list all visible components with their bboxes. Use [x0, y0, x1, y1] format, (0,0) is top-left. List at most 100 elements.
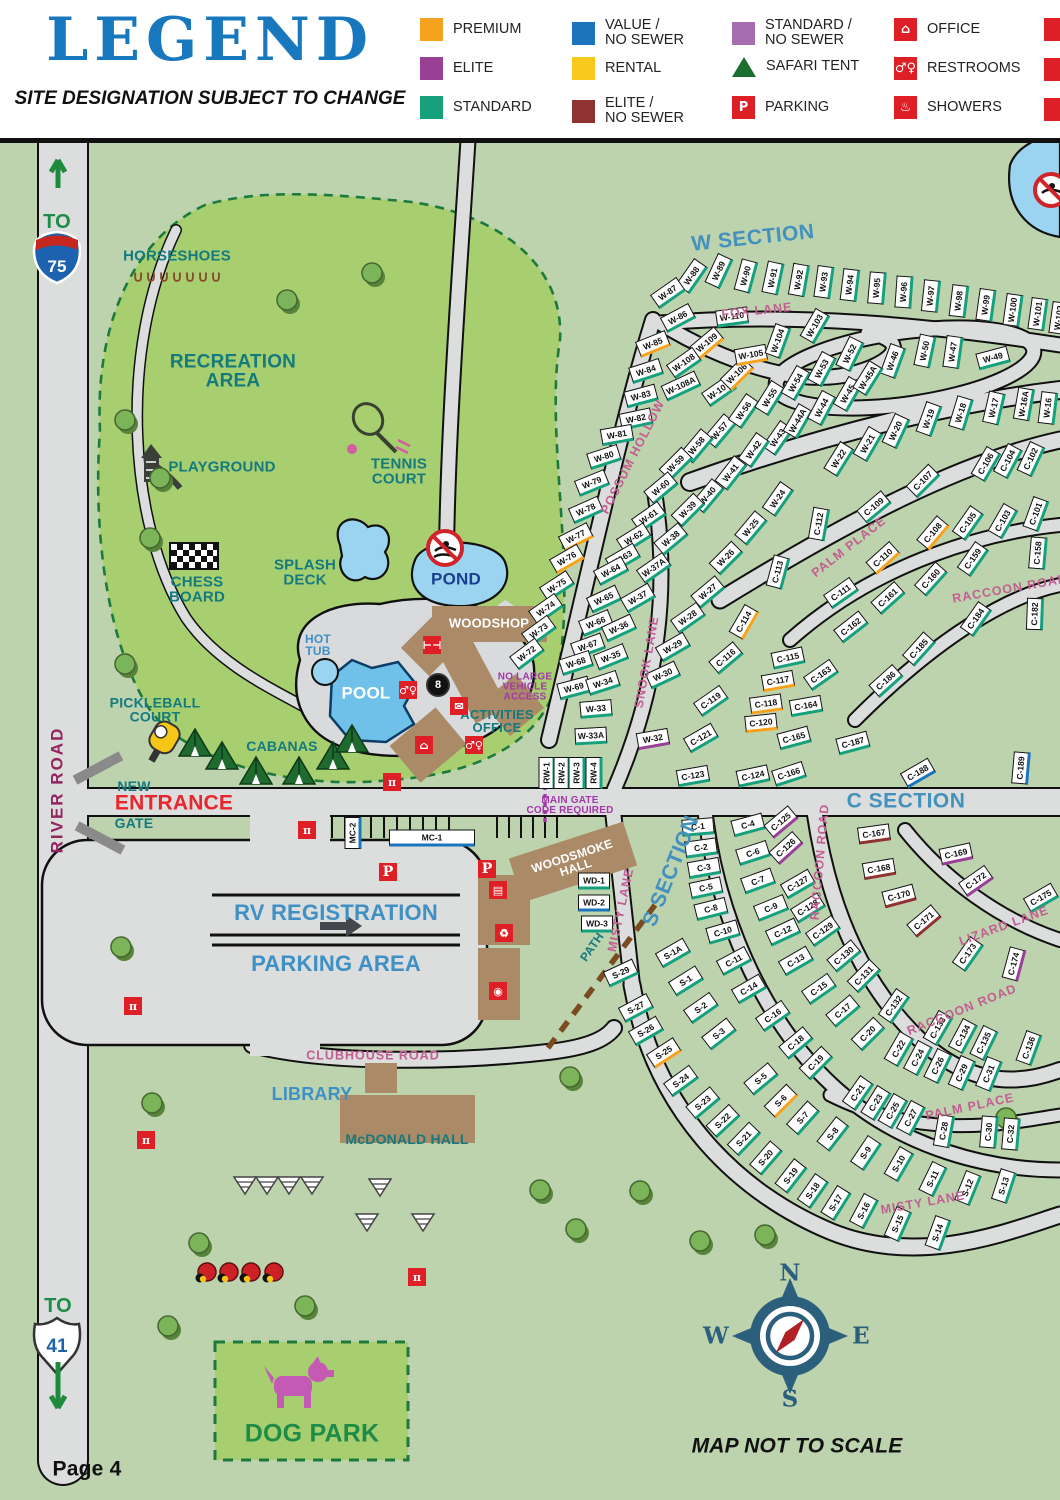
legend-swatch: [572, 99, 595, 123]
site-w-33: W-33: [579, 699, 613, 719]
site-c-107: C-107: [905, 463, 941, 499]
site-c-124: C-124: [735, 764, 771, 788]
site-c-14: C-14: [730, 973, 768, 1005]
site-w-104: W-104: [764, 323, 792, 359]
site-c-167: C-167: [856, 823, 892, 845]
svg-text:41: 41: [46, 1336, 68, 1357]
legend-item-cutoff: [1044, 18, 1060, 41]
site-c-110: C-110: [865, 540, 901, 576]
site-s-3: S-3: [701, 1017, 737, 1051]
site-c-12: C-12: [764, 917, 802, 947]
site-c-104: C-104: [992, 442, 1024, 480]
legend-swatch: [420, 96, 443, 119]
label-to: TO: [43, 210, 71, 233]
site-w-47: W-47: [942, 334, 964, 370]
site-w-100: W-100: [1002, 292, 1024, 328]
site-w-65: W-65: [585, 584, 623, 614]
site-c-17: C-17: [825, 994, 861, 1028]
legend-swatch: [420, 57, 443, 80]
safari-tent-icon: [204, 740, 240, 770]
ladybug-icon: [262, 1262, 284, 1283]
street-label: SNOOK LANE: [631, 614, 662, 710]
legend-item: VALUE / NO SEWER: [572, 17, 684, 48]
site-c-158: C-158: [1028, 536, 1048, 570]
site-c-168: C-168: [861, 857, 897, 881]
site-s-7: S-7: [785, 1100, 821, 1136]
site-w-26: W-26: [708, 540, 744, 576]
site-s-8: S-8: [816, 1116, 850, 1152]
marker-triangle-icon: [367, 1178, 393, 1198]
mail-icon: ✉: [450, 697, 468, 715]
site-c-166: C-166: [771, 760, 807, 788]
site-w-95: W-95: [867, 271, 887, 305]
tree-icon: [559, 1066, 583, 1091]
tree-icon: [114, 409, 138, 434]
picnic-icon: π: [124, 997, 142, 1015]
picnic-icon: π: [298, 821, 316, 839]
legend-label: PREMIUM: [453, 20, 522, 37]
label-gate: GATE: [114, 814, 154, 831]
tree-icon: [361, 262, 385, 287]
site-c-116: C-116: [708, 641, 744, 675]
site-w-37: W-37: [619, 582, 657, 614]
compass-rose: [732, 1278, 848, 1394]
site-c-30: C-30: [979, 1115, 999, 1149]
site-c-13: C-13: [777, 945, 815, 977]
site-w-85: W-85: [634, 330, 672, 358]
street-label: MISTY LANE: [604, 866, 637, 954]
label-dog-park: DOG PARK: [244, 1419, 380, 1448]
label-rv-registration: RV REGISTRATION: [234, 899, 438, 925]
parking-lot-entry: [250, 806, 330, 850]
site-c-10: C-10: [705, 919, 741, 945]
pickleball-paddle-icon: [148, 720, 181, 763]
legend-label: RESTROOMS: [927, 59, 1021, 76]
site-c-184: C-184: [959, 601, 993, 637]
picnic-icon: π: [408, 1268, 426, 1286]
legend-panel: LEGEND SITE DESIGNATION SUBJECT TO CHANG…: [0, 0, 1060, 138]
site-c-3: C-3: [686, 856, 722, 880]
site-c-170: C-170: [881, 883, 917, 909]
site-c-164: C-164: [788, 694, 824, 718]
safari-tent-icon: [732, 57, 756, 77]
ladybug-icon: [195, 1262, 217, 1283]
site-s-24: S-24: [663, 1064, 699, 1098]
ladybug-icon: [239, 1262, 261, 1283]
site-w-24: W-24: [761, 481, 795, 517]
safari-tent-icon: [281, 755, 317, 785]
site-w-80: W-80: [586, 443, 622, 471]
compass-e: E: [852, 1322, 870, 1350]
site-mc-1: MC-1: [389, 829, 475, 847]
site-s-21: S-21: [726, 1121, 762, 1157]
site-w-25: W-25: [734, 510, 768, 546]
site-c-9: C-9: [752, 894, 790, 922]
parking-icon: P: [732, 96, 755, 119]
site-c-103: C-103: [987, 502, 1019, 540]
site-c-136: C-136: [1015, 1030, 1043, 1066]
site-w-52: W-52: [835, 335, 865, 373]
site-s-1: S-1: [667, 965, 705, 997]
label-hot: HOT TUB: [305, 631, 331, 658]
site-w-44a: W-44A: [782, 402, 814, 440]
site-rw-4: RW-4: [585, 757, 603, 789]
legend-item: RENTAL: [572, 57, 661, 80]
site-s-16: S-16: [848, 1192, 880, 1230]
marker-triangle-icon: [254, 1176, 280, 1196]
no-swimming-icon-ne: [1033, 172, 1060, 208]
site-c-113: C-113: [765, 554, 791, 590]
site-s-6: S-6: [763, 1083, 799, 1119]
site-w-55: W-55: [754, 379, 786, 417]
site-w-86: W-86: [659, 302, 697, 334]
site-w-96: W-96: [894, 275, 914, 309]
legend-item: STANDARD / NO SEWER: [732, 17, 852, 48]
marker-triangle-icon: [299, 1176, 325, 1196]
site-wd-2: WD-2: [578, 894, 610, 912]
rv-lanes: [210, 893, 460, 947]
laundry-icon: ◉: [489, 982, 507, 1000]
site-c-159: C-159: [956, 541, 990, 577]
site-s-1a: S-1A: [654, 937, 692, 969]
label-woodshop: WOODSHOP: [448, 615, 530, 631]
site-w-54: W-54: [780, 364, 812, 402]
parking-icon: P: [379, 863, 397, 881]
site-c-160: C-160: [913, 561, 949, 597]
street-label: LIZARD LANE: [957, 902, 1051, 949]
